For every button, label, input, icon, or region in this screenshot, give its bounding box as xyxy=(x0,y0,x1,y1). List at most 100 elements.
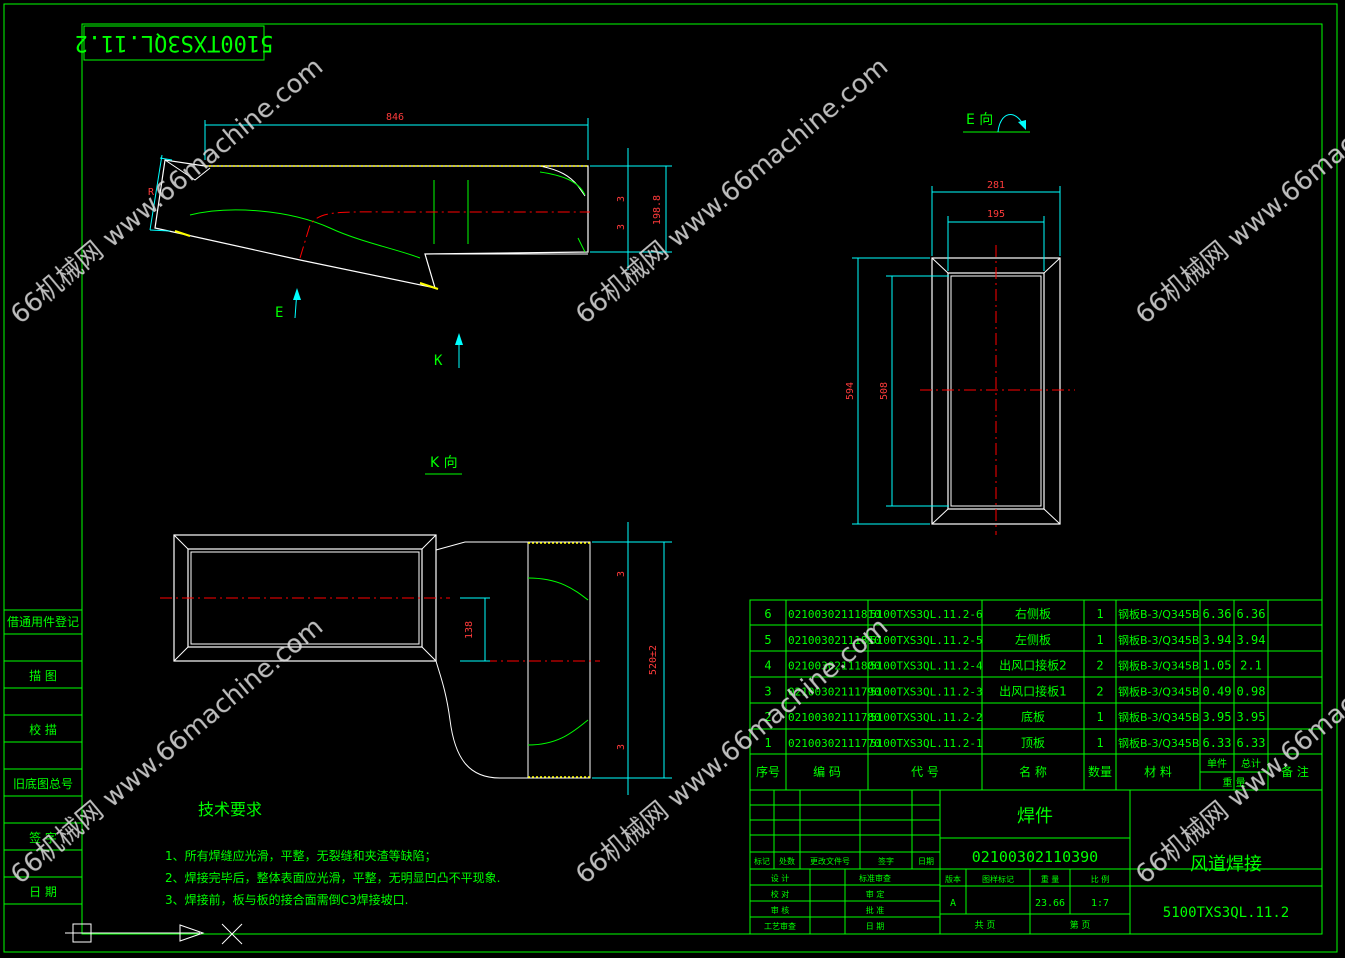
bom-cell-no: 1 xyxy=(764,736,771,750)
bom-cell-part: 5100TXS3QL.11.2-4 xyxy=(870,660,983,673)
tb-version: A xyxy=(950,898,956,909)
bom-cell-code: 02100302111790 xyxy=(788,685,881,698)
tech-title: 技术要求 xyxy=(198,800,262,819)
bom-h-unit: 单件 xyxy=(1207,758,1227,770)
tech-item-2: 2、焊接完毕后，整体表面应光滑，平整，无明显凹凸不平现象. xyxy=(165,870,500,885)
bom-cell-name: 出风口接板1 xyxy=(999,683,1067,698)
side-view: 846 R 198.8 3 3 E K xyxy=(148,112,672,369)
bom-h-qty: 数量 xyxy=(1088,764,1112,779)
arrow-e-label: E xyxy=(275,305,283,321)
bom-cell-qty: 1 xyxy=(1096,736,1103,750)
bom-cell-mat: 钢板B-3/Q345B xyxy=(1118,633,1199,647)
bom-h-name: 名 称 xyxy=(1019,764,1047,779)
bom-cell-unit: 6.33 xyxy=(1203,736,1232,750)
dim-k-t2: 3 xyxy=(616,744,627,750)
bom-cell-total: 2.1 xyxy=(1240,659,1262,673)
tech-item-3: 3、焊接前，板与板的接合面需倒C3焊接坡口. xyxy=(165,892,408,907)
dim-k-offset: 138 xyxy=(464,621,475,639)
bom-cell-mat: 钢板B-3/Q345B xyxy=(1118,684,1199,698)
bom-h-no: 序号 xyxy=(756,764,780,779)
tech-item-1: 1、所有焊缝应光滑，平整，无裂缝和夹渣等缺陷； xyxy=(165,848,437,863)
bom-cell-code: 02100302111810 xyxy=(788,634,881,647)
tb-sheets-total: 共 页 xyxy=(975,920,996,931)
bom-cell-name: 左侧板 xyxy=(1015,632,1051,647)
k-view-label: K 向 xyxy=(430,455,458,471)
dim-k-height: 520±2 xyxy=(648,645,659,675)
bom-h-code: 编 码 xyxy=(813,764,841,779)
side-view-outline xyxy=(154,159,589,289)
arrow-k-label: K xyxy=(434,353,443,369)
bom-cell-part: 5100TXS3QL.11.2-1 xyxy=(870,737,983,750)
bom-cell-mat: 钢板B-3/Q345B xyxy=(1118,607,1199,621)
projection-symbol xyxy=(65,923,243,945)
title-box-text: 5100TXS3QL.11.2 xyxy=(75,30,274,55)
tech-requirements: 技术要求 1、所有焊缝应光滑，平整，无裂缝和夹渣等缺陷； 2、焊接完毕后，整体表… xyxy=(165,800,500,907)
strip-label-sign: 签 字 xyxy=(29,830,57,845)
left-strip-labels: 借通用件登记 描 图 校 描 旧底图总号 签 字 日 期 xyxy=(7,614,79,899)
tb-meta-version: 版本 xyxy=(945,874,961,884)
bom-table xyxy=(749,599,1323,791)
title-block-text: 焊件 02100302110390 风道焊接 5100TXS3QL.11.2 标… xyxy=(754,806,1289,931)
e-view-label: E 向 xyxy=(966,112,993,128)
strip-label-borrow: 借通用件登记 xyxy=(7,614,79,629)
bom-cell-total: 6.36 xyxy=(1237,607,1266,621)
tb-rev-mark: 标记 xyxy=(754,856,770,866)
bom-cell-total: 3.95 xyxy=(1237,710,1266,724)
dim-side-radius: R xyxy=(148,187,155,198)
dim-e-inner-height: 508 xyxy=(879,382,890,400)
dim-side-t2: 3 xyxy=(616,224,627,230)
bom-cell-code: 02100302111800 xyxy=(788,660,881,673)
tb-rev-date: 日期 xyxy=(918,857,934,866)
bom-cell-code: 02100302111770 xyxy=(788,737,881,750)
bom-h-part: 代 号 xyxy=(911,765,939,779)
bom-cell-mat: 钢板B-3/Q345B xyxy=(1118,736,1199,750)
tb-role-review: 审 核 xyxy=(771,905,790,915)
bom-cell-total: 3.94 xyxy=(1237,633,1266,647)
dim-k-t1: 3 xyxy=(616,571,627,577)
dim-e-outer-height: 594 xyxy=(845,382,856,400)
strip-label-old-no: 旧底图总号 xyxy=(13,776,73,791)
tb-sheet-no: 第 页 xyxy=(1070,919,1091,931)
tb-rev-doc: 更改文件号 xyxy=(810,856,850,866)
bom-cell-no: 4 xyxy=(764,659,771,673)
bom-cell-mat: 钢板B-3/Q345B xyxy=(1118,710,1199,724)
tb-weight: 23.66 xyxy=(1035,898,1065,909)
left-strip xyxy=(4,633,82,905)
bom-cell-code: 02100302111810 xyxy=(788,608,881,621)
tb-role-proof: 校 对 xyxy=(771,889,790,899)
dim-e-outer-width: 281 xyxy=(987,180,1005,191)
bom-cell-name: 右侧板 xyxy=(1015,606,1051,621)
bom-h-total: 总计 xyxy=(1241,757,1261,770)
bom-cell-unit: 6.36 xyxy=(1203,607,1232,621)
bom-cell-unit: 1.05 xyxy=(1203,659,1232,673)
bom-cell-part: 5100TXS3QL.11.2-5 xyxy=(870,634,983,647)
tb-name: 风道焊接 xyxy=(1190,854,1262,875)
bom-header: 序号 编 码 代 号 名 称 数量 材 料 单件 总计 重 量 备 注 xyxy=(756,757,1309,789)
strip-label-date: 日 期 xyxy=(29,885,57,899)
bom-cell-qty: 1 xyxy=(1096,633,1103,647)
tb-rev-sign: 签字 xyxy=(878,856,894,866)
bom-cell-part: 5100TXS3QL.11.2-2 xyxy=(870,711,983,724)
bom-cell-unit: 3.95 xyxy=(1203,710,1232,724)
e-view: E 向 281 195 594 xyxy=(845,112,1075,535)
bom-cell-unit: 3.94 xyxy=(1203,633,1232,647)
tb-role-approve: 审 定 xyxy=(866,889,885,899)
dim-side-height: 198.8 xyxy=(652,195,663,225)
bom-cell-name: 底板 xyxy=(1021,709,1045,724)
bom-cell-qty: 2 xyxy=(1096,684,1103,698)
dim-side-t1: 3 xyxy=(616,196,627,202)
tb-meta-mark: 图样标记 xyxy=(982,874,1014,884)
bom-cell-part: 5100TXS3QL.11.2-3 xyxy=(870,685,983,698)
title-box-top: 5100TXS3QL.11.2 xyxy=(75,25,274,61)
tb-role-std: 标准审查 xyxy=(859,873,891,883)
tb-scale: 1:7 xyxy=(1091,898,1109,909)
tb-role-design: 设 计 xyxy=(771,873,790,883)
bom-cell-total: 6.33 xyxy=(1237,736,1266,750)
bom-cell-total: 0.98 xyxy=(1237,684,1266,698)
